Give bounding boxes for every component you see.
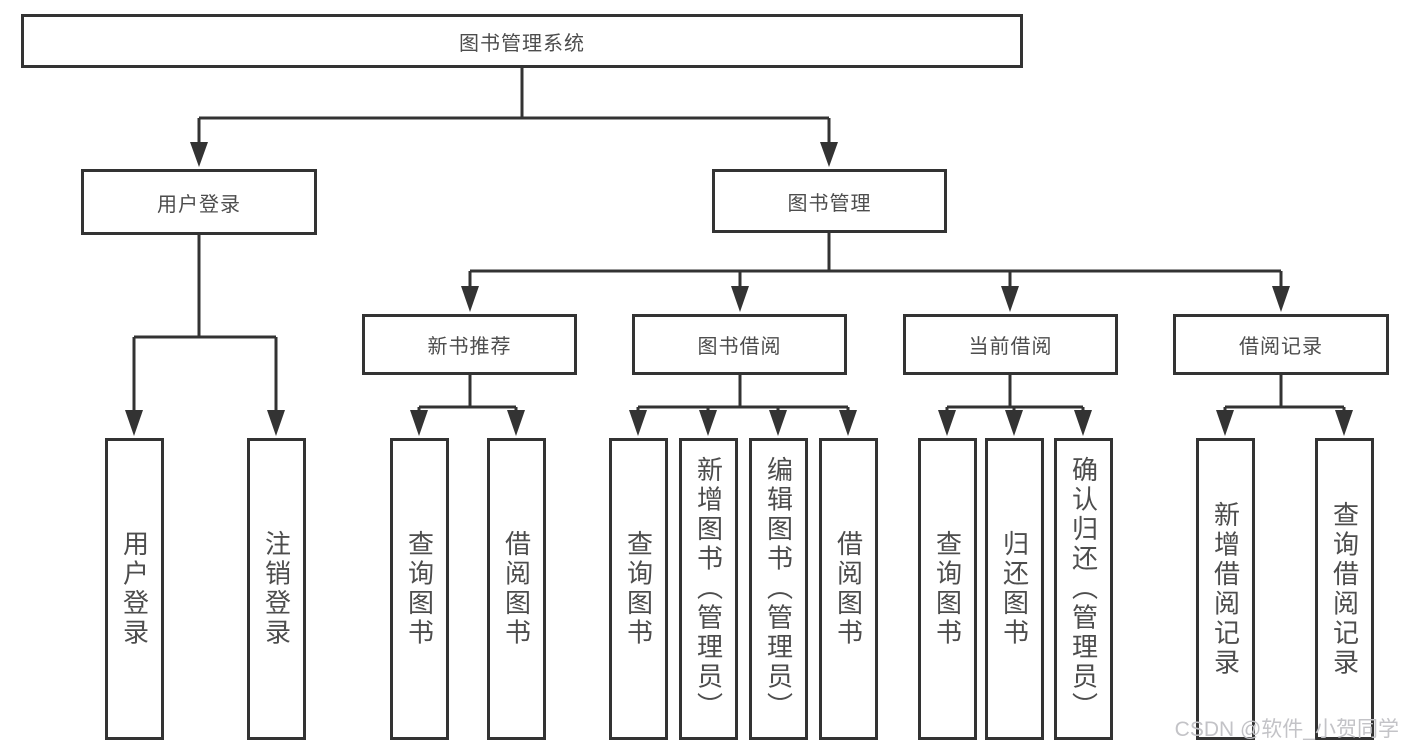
arrowhead <box>267 410 285 436</box>
arrowhead <box>629 410 647 436</box>
connector-book-management-to-level2 <box>461 233 1290 312</box>
leaf-query-books-current-label: 查询图书 <box>932 530 963 648</box>
leaf-add-borrow-record: 新增借阅记录 <box>1196 438 1255 740</box>
node-book-borrow: 图书借阅 <box>632 314 847 375</box>
node-borrow-records-label: 借阅记录 <box>1239 336 1323 358</box>
leaf-query-books-current: 查询图书 <box>918 438 977 740</box>
leaf-return-book: 归还图书 <box>985 438 1044 740</box>
leaf-return-book-label: 归还图书 <box>999 530 1030 648</box>
arrowhead <box>938 410 956 436</box>
node-borrow-records: 借阅记录 <box>1173 314 1389 375</box>
arrowhead <box>1335 410 1353 436</box>
arrowhead <box>1005 410 1023 436</box>
connector-book-borrow-to-leaves <box>629 375 857 436</box>
node-user-login: 用户登录 <box>81 169 317 235</box>
arrowhead <box>410 410 428 436</box>
leaf-query-books-recommend: 查询图书 <box>390 438 449 740</box>
leaf-edit-book-admin: 编辑图书（管理员） <box>749 438 808 740</box>
node-root-label: 图书管理系统 <box>459 32 585 55</box>
arrowhead <box>507 410 525 436</box>
arrowhead <box>190 142 208 167</box>
csdn-watermark: CSDN @软件_小贺同学 <box>1174 718 1399 741</box>
leaf-confirm-return-admin-label: 确认归还（管理员） <box>1068 456 1099 722</box>
node-book-management: 图书管理 <box>712 169 947 233</box>
leaf-query-borrow-record: 查询借阅记录 <box>1315 438 1374 740</box>
arrowhead <box>1216 410 1234 436</box>
arrowhead <box>731 286 749 312</box>
node-new-book-recommend: 新书推荐 <box>362 314 577 375</box>
leaf-user-login: 用户登录 <box>105 438 164 740</box>
arrowhead <box>1001 286 1019 312</box>
arrowhead <box>125 410 143 436</box>
node-book-borrow-label: 图书借阅 <box>697 336 782 358</box>
connector-borrow-records-to-leaves <box>1216 375 1353 436</box>
connector-user-login-to-leaves <box>125 235 285 436</box>
leaf-logout: 注销登录 <box>247 438 306 740</box>
leaf-add-borrow-record-label: 新增借阅记录 <box>1210 500 1241 678</box>
leaf-query-borrow-record-label: 查询借阅记录 <box>1329 500 1360 678</box>
leaf-add-book-admin: 新增图书（管理员） <box>679 438 738 740</box>
connector-current-borrow-to-leaves <box>938 375 1092 436</box>
leaf-borrow-books-recommend: 借阅图书 <box>487 438 546 740</box>
leaf-query-books-borrow: 查询图书 <box>609 438 668 740</box>
node-book-management-label: 图书管理 <box>787 192 872 215</box>
node-root: 图书管理系统 <box>21 14 1023 68</box>
leaf-confirm-return-admin: 确认归还（管理员） <box>1054 438 1113 740</box>
arrowhead <box>820 142 838 167</box>
arrowhead <box>839 410 857 436</box>
leaf-add-book-admin-label: 新增图书（管理员） <box>693 456 724 722</box>
arrowhead <box>1074 410 1092 436</box>
leaf-borrow-books-recommend-label: 借阅图书 <box>501 530 532 648</box>
leaf-edit-book-admin-label: 编辑图书（管理员） <box>763 456 794 722</box>
connector-root-to-level1 <box>190 68 838 167</box>
leaf-borrow-books-borrow-label: 借阅图书 <box>833 530 864 648</box>
arrowhead <box>769 410 787 436</box>
arrowhead <box>1272 286 1290 312</box>
leaf-query-books-borrow-label: 查询图书 <box>623 530 654 648</box>
node-user-login-label: 用户登录 <box>157 193 241 216</box>
node-current-borrow: 当前借阅 <box>903 314 1118 375</box>
leaf-logout-label: 注销登录 <box>261 530 292 648</box>
leaf-borrow-books-borrow: 借阅图书 <box>819 438 878 740</box>
connector-new-book-recommend-to-leaves <box>410 375 525 436</box>
node-new-book-recommend-label: 新书推荐 <box>427 336 512 358</box>
leaf-query-books-recommend-label: 查询图书 <box>404 530 435 648</box>
node-current-borrow-label: 当前借阅 <box>968 336 1053 358</box>
arrowhead <box>699 410 717 436</box>
leaf-user-login-label: 用户登录 <box>119 530 150 648</box>
arrowhead <box>461 286 479 312</box>
